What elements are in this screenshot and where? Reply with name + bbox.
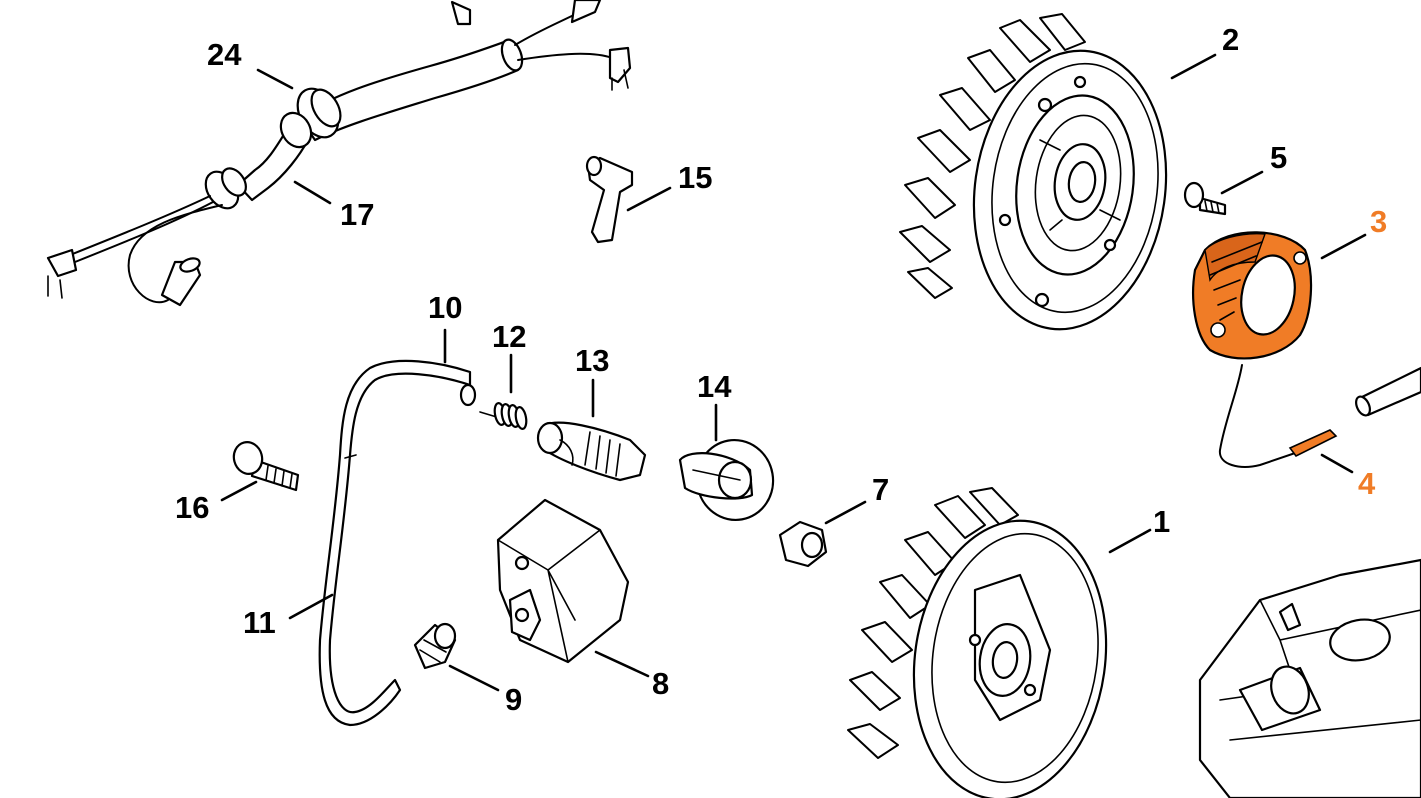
callout-labels: 24 17 15 2 5 3 4 10 12 13 14 16 7 1 11 9… xyxy=(175,22,1387,717)
screw-5 xyxy=(1183,181,1227,216)
callout-14: 14 xyxy=(697,369,732,404)
nut-7 xyxy=(778,520,828,568)
callout-4: 4 xyxy=(1358,466,1376,501)
ignition-lead-harness xyxy=(46,0,632,307)
callout-8: 8 xyxy=(652,666,669,701)
terminal-4 xyxy=(1288,429,1338,458)
callout-15: 15 xyxy=(678,160,712,195)
spring-12 xyxy=(479,402,528,430)
leader-lines xyxy=(220,53,1367,692)
callout-9: 9 xyxy=(505,682,522,717)
callout-1: 1 xyxy=(1153,504,1170,539)
callout-12: 12 xyxy=(492,319,526,354)
callout-17: 17 xyxy=(340,197,374,232)
bracket-15 xyxy=(585,155,634,244)
callout-16: 16 xyxy=(175,490,209,525)
callout-7: 7 xyxy=(872,472,889,507)
engine-fragment xyxy=(1198,558,1421,798)
screw-16 xyxy=(232,441,300,492)
callout-10: 10 xyxy=(428,290,462,325)
fuel-hose xyxy=(318,359,477,727)
callout-11: 11 xyxy=(243,605,276,640)
rod xyxy=(1355,366,1421,417)
carburetor-8 xyxy=(496,498,630,664)
callout-13: 13 xyxy=(575,343,609,378)
ignition-module-3 xyxy=(1192,231,1313,468)
callout-24: 24 xyxy=(207,37,242,72)
callout-2: 2 xyxy=(1222,22,1239,57)
sleeve-14 xyxy=(678,438,775,522)
callout-3: 3 xyxy=(1370,204,1387,239)
flywheel-2 xyxy=(899,13,1168,331)
valve-13 xyxy=(536,421,647,482)
plug-9 xyxy=(413,622,457,670)
callout-5: 5 xyxy=(1270,140,1287,175)
flywheel-1 xyxy=(847,487,1108,798)
